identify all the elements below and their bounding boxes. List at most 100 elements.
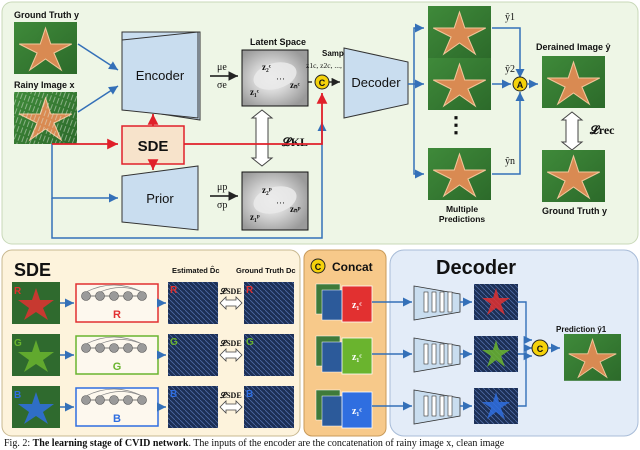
node: [81, 395, 91, 405]
loss-kl: 𝓛KL: [281, 135, 308, 149]
estimated-dc-image: [168, 334, 218, 376]
estimated-dc-image: [168, 282, 218, 324]
sample-vars: z1c, z2c, ..., znc: [306, 61, 355, 70]
decoder-row: [372, 336, 532, 373]
sde-label: SDE: [138, 138, 169, 155]
figure-caption: Fig. 2: The learning stage of CVID netwo…: [4, 438, 505, 449]
node: [109, 395, 119, 405]
concat-title: Concat: [332, 260, 373, 274]
svg-text:B: B: [246, 389, 253, 400]
ground-truth-dc-image: [244, 282, 294, 324]
y-hat-2: ŷ2: [505, 64, 515, 75]
node: [109, 291, 119, 301]
node: [137, 343, 147, 353]
decoder-row: [372, 284, 532, 345]
kl-double-arrow: [250, 109, 274, 167]
svg-text:C: C: [315, 262, 322, 272]
derained-image: [541, 55, 606, 109]
svg-text:z₁ᶜ: z₁ᶜ: [352, 406, 362, 417]
sde-loss-label: 𝓛SDE: [219, 338, 241, 348]
dots: ⋮: [445, 112, 467, 137]
concat-stack-b: z₁ᶜ: [315, 389, 373, 429]
derained-image-label: Derained Image ŷ: [536, 42, 611, 52]
ground-truth-bottom-image: [541, 149, 606, 203]
node: [123, 395, 133, 405]
sde-block-label: B: [113, 413, 121, 425]
sde-loss-arrow: [219, 400, 243, 414]
estimated-dc-label: Estimated D̂c: [172, 266, 220, 275]
z2p-label: z₂ᵖ: [262, 185, 272, 195]
channel-label: R: [14, 286, 22, 297]
prediction-1-image: [427, 5, 492, 59]
y-hat-1: ŷ1: [505, 12, 515, 23]
prior-label: Prior: [146, 191, 174, 206]
sigma-p: σp: [217, 200, 227, 211]
z2c-label: z₂ᶜ: [262, 62, 272, 72]
ground-truth-image: [13, 21, 78, 75]
ground-truth-dc-image: [244, 386, 294, 428]
sde-loss-arrow: [219, 348, 243, 362]
ground-truth-y-label: Ground Truth y: [14, 10, 79, 20]
node: [81, 291, 91, 301]
node: [109, 343, 119, 353]
svg-text:G: G: [170, 337, 178, 348]
sde-panel-title: SDE: [14, 260, 51, 280]
svg-text:B: B: [170, 389, 177, 400]
concat-c-icon: [310, 258, 326, 274]
ground-truth-dc-image: [244, 334, 294, 376]
y-hat-n: ŷn: [505, 156, 515, 167]
rainy-image-x-label: Rainy Image x: [14, 80, 75, 90]
svg-text:z₁ᶜ: z₁ᶜ: [352, 300, 362, 311]
decoder-panel-title: Decoder: [436, 257, 516, 279]
node: [95, 291, 105, 301]
decoder-label: Decoder: [351, 75, 401, 90]
svg-text:···: ···: [276, 198, 285, 208]
rainy-image: [13, 91, 78, 145]
prediction-n-image: [427, 147, 492, 201]
channel-label: G: [14, 338, 22, 349]
prediction-2-image: [427, 57, 492, 111]
sigma-e: σe: [217, 80, 227, 91]
sde-block-label: G: [113, 361, 122, 373]
znc-label: zₙᶜ: [290, 80, 301, 90]
node: [123, 343, 133, 353]
ground-truth-y-bottom-label: Ground Truth y: [542, 206, 607, 216]
z1p-label: z₁ᵖ: [250, 212, 260, 222]
mu-p: μp: [217, 182, 227, 193]
estimated-dc-image: [168, 386, 218, 428]
encoder-label: Encoder: [136, 68, 185, 83]
prior-block: [121, 165, 199, 231]
decoder-block: [343, 47, 409, 119]
sde-row-g: G G G 𝓛SDE G: [12, 334, 294, 376]
prediction-y1-label: Prediction ŷ1: [556, 325, 607, 334]
sde-block-label: R: [113, 309, 121, 321]
node: [81, 343, 91, 353]
svg-text:C: C: [537, 344, 544, 354]
concat-stack-r: z₁ᶜ: [315, 283, 373, 323]
sde-loss-label: 𝓛SDE: [219, 286, 241, 296]
svg-text:C: C: [319, 78, 326, 88]
node: [137, 291, 147, 301]
svg-text:···: ···: [276, 74, 285, 84]
loss-rec: 𝓛rec: [589, 123, 615, 137]
sample-label: Sample: [322, 49, 351, 58]
znp-label: zₙᵖ: [290, 204, 301, 214]
decoder-rows: [372, 284, 532, 425]
node: [123, 291, 133, 301]
z1c-label: z₁ᶜ: [250, 87, 260, 97]
ground-truth-dc-label: Ground Truth Dc: [236, 266, 296, 275]
sde-loss-arrow: [219, 296, 243, 310]
svg-text:G: G: [246, 337, 254, 348]
svg-text:R: R: [246, 285, 254, 296]
prediction-y1-image: [563, 333, 622, 382]
node: [95, 343, 105, 353]
channel-label: B: [14, 390, 21, 401]
node: [137, 395, 147, 405]
svg-text:z₁ᶜ: z₁ᶜ: [352, 352, 362, 363]
decoder-row: [372, 351, 532, 425]
sde-loss-label: 𝓛SDE: [219, 390, 241, 400]
